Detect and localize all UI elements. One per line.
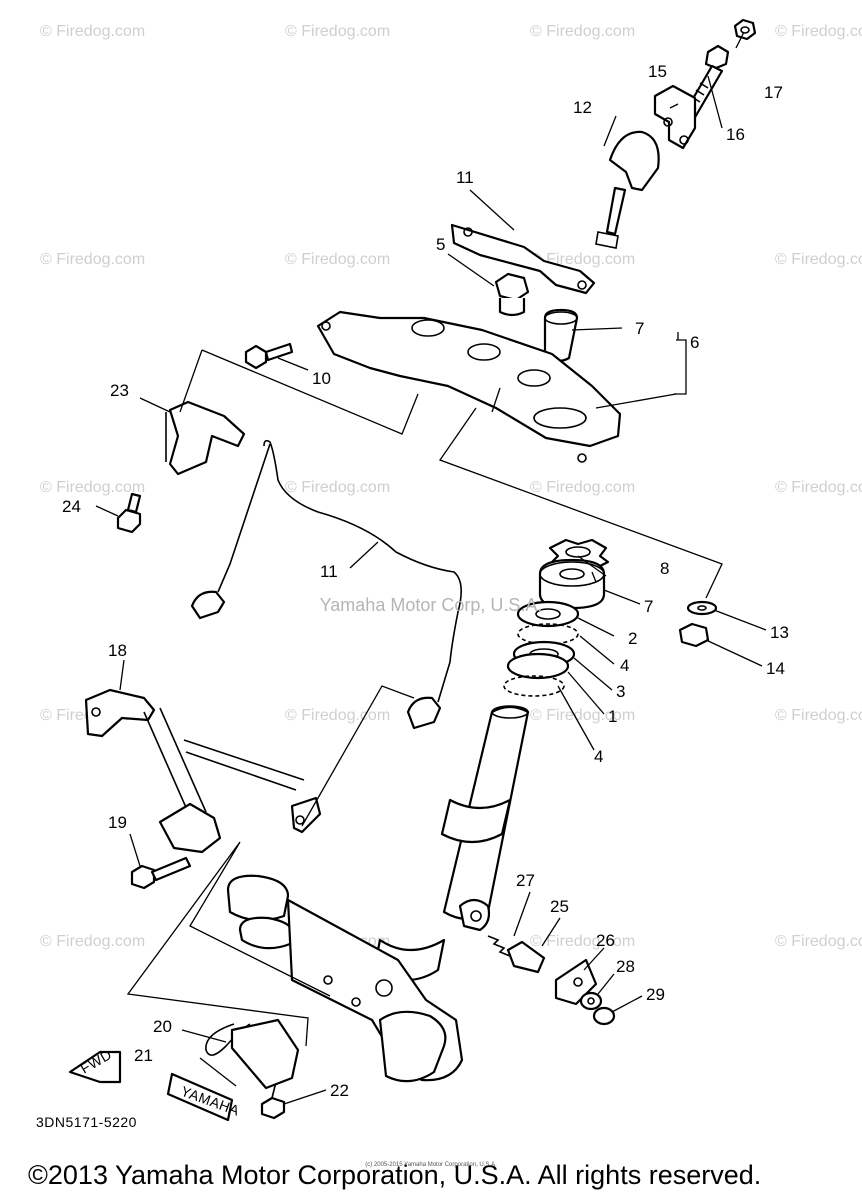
callout-1: 1 (608, 707, 617, 726)
part-21-bracket-plate (230, 1018, 300, 1090)
part-7-steering-stem-nut (494, 272, 530, 317)
watermark: © Firedog.com (775, 23, 862, 40)
watermark: © Firedog.com (40, 251, 145, 268)
callout-4b: 4 (594, 747, 603, 766)
watermark: © Firedog.com (40, 23, 145, 40)
part-4-ball-upper (517, 623, 579, 645)
callout-8: 6 (690, 333, 699, 352)
leader-lines (95, 31, 767, 1105)
callout-10: 10 (312, 369, 331, 388)
part-steering-stem (226, 705, 530, 1083)
watermark: © Firedog.com (530, 707, 635, 724)
callout-17: 16 (726, 125, 745, 144)
part-19-bracket (84, 688, 322, 854)
part-1-race (506, 652, 570, 680)
callout-numbers: 17 15 16 12 11 5 7 6 10 23 24 11 8 7 2 4… (62, 62, 789, 1100)
part-11-brake-hose (190, 439, 462, 730)
callout-12: 11 (456, 168, 474, 187)
part-28-spring (487, 935, 511, 957)
part-22-emblem: YAMAHA (166, 1072, 242, 1122)
callout-20: 19 (108, 813, 127, 832)
watermark: © Firedog.com (285, 251, 390, 268)
part-12-plate (450, 223, 596, 295)
part-23-bolt (260, 1081, 286, 1120)
part-26-plunger (506, 940, 546, 974)
callout-5: 7 (644, 597, 653, 616)
callout-3: 3 (616, 682, 625, 701)
part-10-bolt (244, 342, 294, 370)
part-29-washer (579, 991, 603, 1011)
part-16-handlebar-cap (653, 84, 697, 150)
callout-14: 13 (770, 623, 789, 642)
watermark: © Firedog.com (285, 479, 390, 496)
watermark: © Firedog.com (530, 23, 635, 40)
watermark: © Firedog.com (285, 23, 390, 40)
callout-2: 2 (628, 629, 637, 648)
part-30-rivet (592, 1006, 616, 1026)
copyright-notice: ©2013 Yamaha Motor Corporation, U.S.A. A… (28, 1160, 762, 1190)
callout-4a: 4 (620, 656, 629, 675)
callout-24: 23 (110, 381, 129, 400)
callout-23: 22 (330, 1081, 349, 1100)
watermark: © Firedog.com (40, 479, 145, 496)
part-20-bolt (130, 856, 192, 890)
callout-7: 5 (436, 235, 445, 254)
callout-15: 14 (766, 659, 785, 678)
part-2-bearing-race (516, 600, 580, 628)
fwd-label-arrow: FWD (68, 1046, 122, 1084)
watermark: © Firedog.com (775, 479, 862, 496)
part-15-nut (678, 622, 710, 648)
callout-30: 29 (646, 985, 665, 1004)
part-4-ball-lower (503, 675, 565, 697)
watermark: © Firedog.com (285, 707, 390, 724)
part-8-upper-bracket (316, 310, 622, 463)
callout-9: 7 (635, 319, 644, 338)
callout-27: 26 (596, 931, 615, 950)
part-24-bracket (165, 400, 246, 476)
callout-16: 15 (648, 62, 667, 81)
part-25-bolt (116, 492, 142, 534)
part-18-nut (733, 18, 757, 41)
fine-print: (c) 2005-2015 Yamaha Motor Corporation, … (365, 1162, 497, 1168)
watermark: © Firedog.com (775, 707, 862, 724)
callout-22: 21 (134, 1046, 153, 1065)
callout-21: 20 (153, 1017, 172, 1036)
center-watermark: Yamaha Motor Corp, U.S.A. (319, 595, 543, 615)
callout-6: 8 (660, 559, 669, 578)
diagram-code: 3DN5171-5220 (36, 1114, 137, 1130)
callout-25: 24 (62, 497, 81, 516)
watermark: © Firedog.com (530, 933, 635, 950)
callout-18: 17 (764, 83, 783, 102)
callout-19: 18 (108, 641, 127, 660)
watermark: © Firedog.com (775, 251, 862, 268)
watermark: © Firedog.com (530, 479, 635, 496)
callout-29: 28 (616, 957, 635, 976)
callout-11: 11 (320, 562, 338, 581)
callout-26: 25 (550, 897, 569, 916)
part-13-handlebar-holder (595, 130, 660, 249)
watermark: © Firedog.com (775, 933, 862, 950)
callout-13: 12 (573, 98, 592, 117)
callout-28: 27 (516, 871, 535, 890)
watermark: © Firedog.com (40, 933, 145, 950)
part-14-washer (686, 600, 718, 616)
